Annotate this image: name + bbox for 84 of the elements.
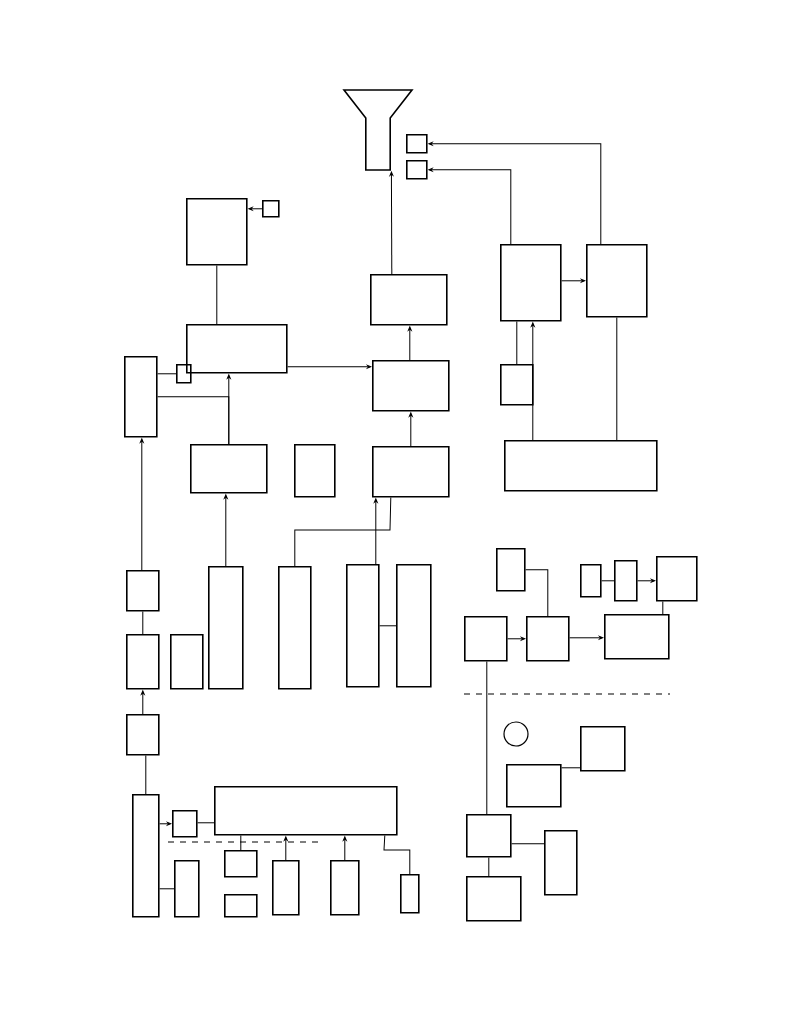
block-box <box>190 444 268 494</box>
connector-line <box>157 373 177 375</box>
connector-line <box>407 326 412 361</box>
block-box <box>346 564 380 688</box>
connector-line <box>139 438 144 571</box>
block-box <box>466 876 522 922</box>
block-box <box>330 860 360 916</box>
block-box <box>186 198 248 266</box>
block-box <box>124 355 158 438</box>
connector-line <box>511 843 545 845</box>
connector-line <box>507 636 526 641</box>
block-box <box>464 616 508 662</box>
connector-line <box>389 171 394 275</box>
block-box <box>186 324 288 374</box>
connector-line <box>428 141 602 245</box>
block-box <box>208 566 244 690</box>
connector-line <box>240 835 242 851</box>
connector-line <box>662 601 664 615</box>
block-box <box>586 244 648 318</box>
small-box <box>262 200 280 218</box>
block-box <box>506 764 562 808</box>
block-box <box>500 244 562 322</box>
connector-line <box>294 497 392 567</box>
connector-line <box>283 836 288 861</box>
block-box <box>224 894 258 918</box>
connector-line <box>561 278 586 283</box>
block-box <box>400 874 420 914</box>
connector-line <box>159 821 172 826</box>
block-box <box>372 360 450 412</box>
connector-line <box>197 822 215 824</box>
block-box <box>126 634 160 690</box>
connector-line <box>342 836 347 861</box>
connector-line <box>287 364 372 369</box>
block-box <box>544 830 578 896</box>
block-box <box>504 440 658 492</box>
block-box <box>526 616 570 662</box>
block-box <box>500 364 534 406</box>
connector-line <box>142 611 144 635</box>
connector-line <box>525 569 549 617</box>
connector-line <box>616 317 618 441</box>
block-box <box>604 614 670 660</box>
connector-line <box>516 321 518 365</box>
block-box <box>214 786 398 836</box>
connector-line <box>159 888 175 890</box>
connector-line <box>248 206 263 211</box>
connector-line <box>488 857 490 877</box>
block-box <box>656 556 698 602</box>
block-box <box>614 560 638 602</box>
block-box <box>496 548 526 592</box>
block-box <box>174 860 200 918</box>
connector-line <box>157 396 230 445</box>
connector-line <box>601 580 615 582</box>
block-box <box>170 634 204 690</box>
block-box <box>224 850 258 878</box>
block-box <box>272 860 300 916</box>
small-box <box>406 134 428 154</box>
connector-line <box>486 661 488 815</box>
block-box <box>396 564 432 688</box>
block-box <box>294 444 336 498</box>
block-box <box>370 274 448 326</box>
connector-line <box>569 635 604 640</box>
block-box <box>126 714 160 756</box>
connector-line <box>561 767 581 769</box>
block-box <box>172 810 198 838</box>
small-box <box>406 160 428 180</box>
connector-line <box>428 167 512 245</box>
block-box <box>580 726 626 772</box>
connector-line <box>383 835 411 875</box>
connector-line <box>408 412 413 447</box>
block-box <box>580 564 602 598</box>
connector-line <box>373 498 378 565</box>
block-box <box>126 570 160 612</box>
block-box <box>278 566 312 690</box>
connector-line <box>216 265 218 325</box>
block-box <box>466 814 512 858</box>
small-box <box>176 364 192 384</box>
connector-line <box>379 625 397 627</box>
connector-line <box>145 755 147 795</box>
block-box <box>132 794 160 918</box>
block-box <box>372 446 450 498</box>
connector-line <box>140 690 145 715</box>
connector-line <box>637 578 656 583</box>
connector-line <box>223 494 228 567</box>
connector-line <box>530 322 535 441</box>
